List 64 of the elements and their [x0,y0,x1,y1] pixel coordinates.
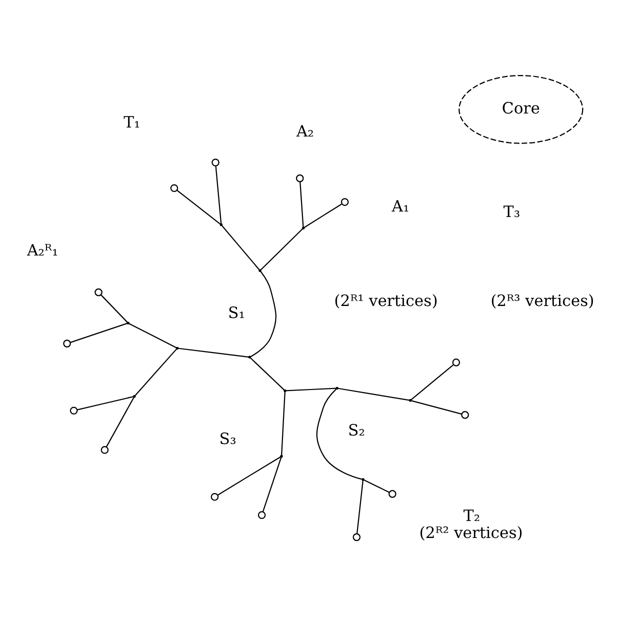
connector [304,203,342,228]
connector [411,400,462,414]
connector [410,364,454,400]
node-circle [70,406,78,414]
connector [106,396,134,447]
connector [222,224,260,270]
connector [134,348,177,396]
node-circle [258,510,266,518]
label: T₃ [503,201,520,220]
connector [176,189,221,224]
node-label: T₂ [463,506,480,525]
node-point [126,321,130,324]
node-label: (2ᴿ² vertices) [419,522,523,542]
node-label: S₁ [228,302,246,322]
connector [128,322,177,348]
node-circle [388,490,396,498]
node-label: S₂ [348,420,365,440]
node-circle [296,174,304,182]
connector [250,270,276,357]
node-point [302,226,305,229]
node-point [284,388,286,392]
node-point [362,478,364,480]
connector [286,387,336,391]
connector [260,228,303,270]
label: T₁ [124,112,140,131]
connector [316,388,362,480]
node-circle [210,492,219,500]
connector [100,294,128,322]
connector [215,165,222,224]
node-ellipse: Core [458,74,584,144]
node-point [280,454,283,458]
node-label: S₃ [219,428,236,448]
connector [178,347,249,358]
node-label: A₁ [392,196,410,215]
label: (2ᴿ¹ vertices) [334,290,438,310]
node-circle [63,339,71,347]
node-point [336,386,338,390]
node-circle [340,198,349,206]
connector [218,456,282,495]
node-label: A₂ᴿ₁ [27,240,58,259]
node-circle [352,532,361,541]
node-point [408,398,412,402]
node-point [176,346,179,350]
node-point [248,355,251,358]
node-label: A₂ [296,121,314,140]
connector [250,357,285,390]
connector [338,387,410,400]
node-circle [212,158,220,166]
connector [281,391,286,455]
connector [300,181,304,227]
label: (2ᴿ³ vertices) [490,290,594,310]
node-point [258,268,262,272]
node-point [220,222,223,226]
node-circle [100,446,109,454]
node-circle [170,184,178,192]
connector [364,478,390,492]
connector [77,396,134,410]
node-circle [461,410,469,418]
connector [70,322,128,342]
connector [262,456,282,512]
node-point [133,394,136,398]
node-circle [94,288,102,296]
connector [356,480,364,534]
node-circle [452,358,460,366]
